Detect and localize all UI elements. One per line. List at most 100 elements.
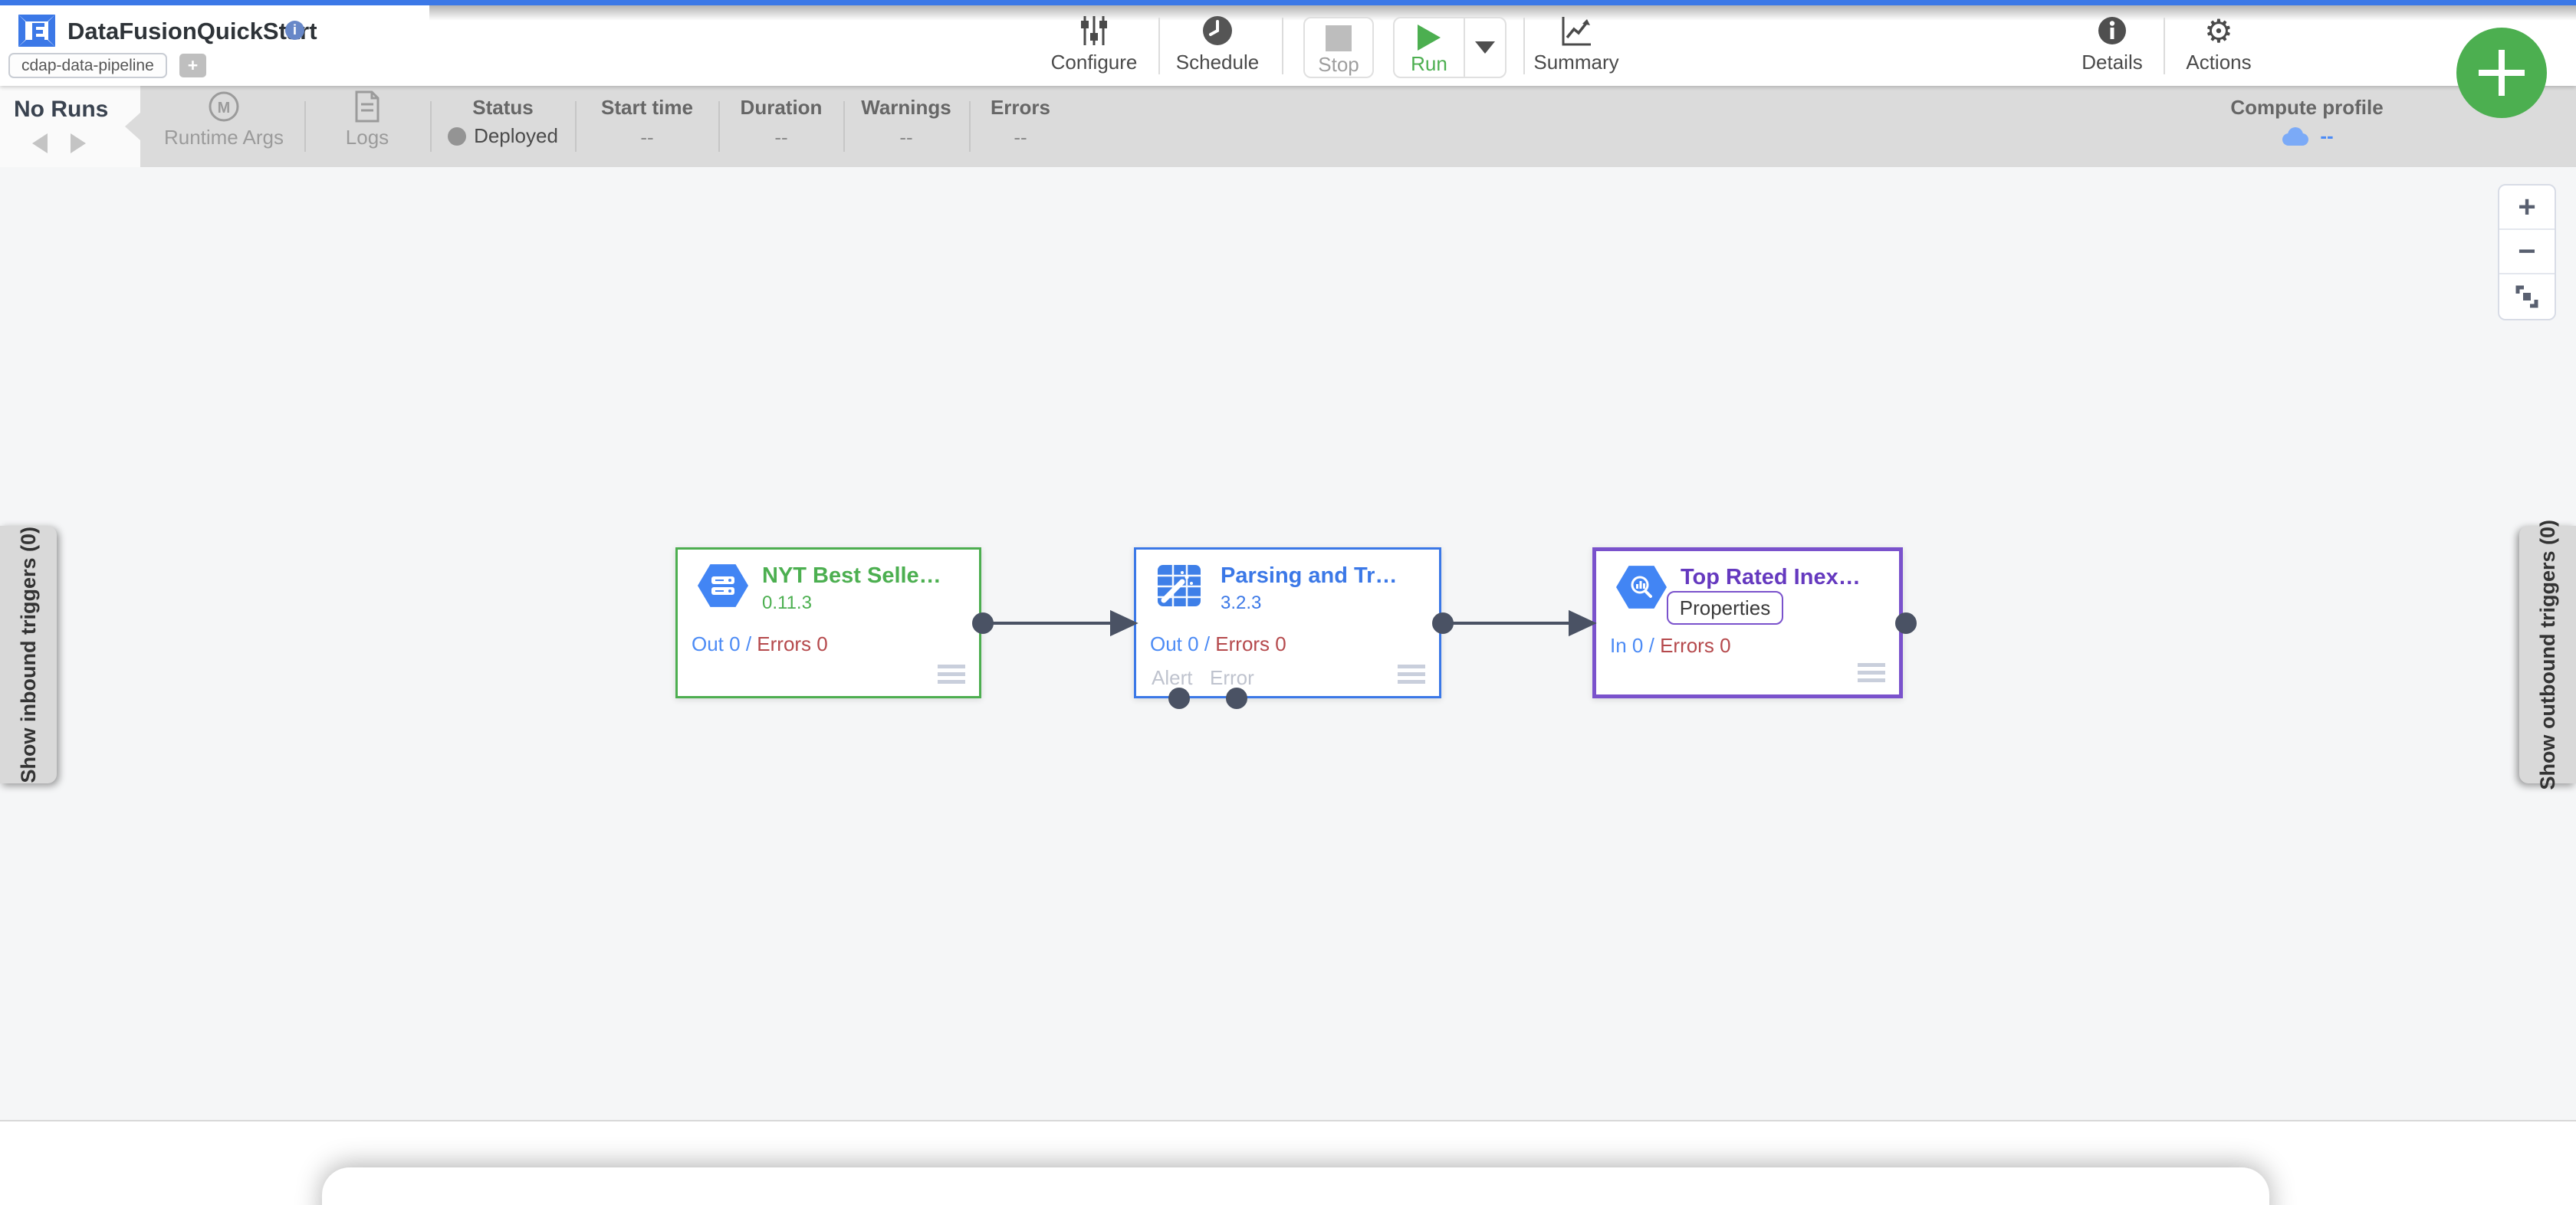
zoom-controls: + − xyxy=(2498,184,2556,320)
errors-metric: Errors 0 xyxy=(1215,632,1286,655)
divider xyxy=(1282,18,1283,74)
duration-value: -- xyxy=(774,126,788,149)
logs-button[interactable]: Logs xyxy=(307,86,428,167)
gear-icon: ⚙ xyxy=(2204,12,2233,49)
divider xyxy=(1523,18,1525,74)
zoom-in-button[interactable]: + xyxy=(2499,186,2555,230)
divider xyxy=(969,101,971,152)
outbound-triggers-label: Show outbound triggers (0) xyxy=(2535,519,2559,790)
actions-label: Actions xyxy=(2186,51,2252,74)
node-menu-button[interactable] xyxy=(938,661,965,684)
details-button[interactable]: Details xyxy=(2062,13,2162,84)
pipeline-type-tag: cdap-data-pipeline xyxy=(8,53,167,78)
zoom-out-button[interactable]: − xyxy=(2499,230,2555,274)
info-icon[interactable]: i xyxy=(285,21,304,40)
logs-label: Logs xyxy=(345,126,389,149)
node-metrics: Out 0 / Errors 0 xyxy=(1150,632,1286,656)
warnings-column: Warnings -- xyxy=(845,86,968,167)
datastore-plugin-icon xyxy=(698,564,748,607)
info-circle-icon xyxy=(2098,17,2126,44)
fit-to-screen-button[interactable] xyxy=(2499,274,2555,319)
cloud-icon xyxy=(2282,126,2309,146)
top-accent-bar xyxy=(0,0,2576,5)
previous-run-arrow[interactable] xyxy=(32,133,48,153)
divider xyxy=(843,101,845,152)
stop-icon xyxy=(1326,25,1352,51)
schedule-button[interactable]: Schedule xyxy=(1164,13,1271,84)
divider xyxy=(575,101,577,152)
cdap-logo[interactable] xyxy=(17,13,57,48)
run-selector-tab: No Runs xyxy=(0,86,140,167)
stop-button[interactable]: Stop xyxy=(1303,17,1374,78)
divider xyxy=(2164,18,2165,74)
in-metric: In 0 / xyxy=(1610,634,1654,657)
start-time-column: Start time -- xyxy=(577,86,718,167)
node-menu-button[interactable] xyxy=(1858,659,1885,682)
no-runs-label: No Runs xyxy=(14,97,109,122)
warnings-value: -- xyxy=(899,126,913,149)
stop-label: Stop xyxy=(1318,53,1359,76)
next-run-arrow[interactable] xyxy=(71,133,86,153)
arrowhead-icon xyxy=(1110,609,1138,637)
warnings-label: Warnings xyxy=(861,96,951,119)
clock-icon xyxy=(1203,16,1232,45)
divider xyxy=(1158,18,1160,74)
properties-button[interactable]: Properties xyxy=(1667,591,1783,625)
status-label: Status xyxy=(472,96,534,119)
inbound-triggers-tab[interactable]: Show inbound triggers (0) xyxy=(0,526,57,783)
node-title: Top Rated Inex… xyxy=(1681,565,1861,589)
runtime-args-button[interactable]: M Runtime Args xyxy=(149,86,299,167)
caret-down-icon xyxy=(1475,41,1495,54)
run-options-button[interactable] xyxy=(1465,18,1505,77)
divider xyxy=(1464,18,1465,77)
status-column: Status Deployed xyxy=(432,86,574,167)
run-button-group: Run xyxy=(1393,17,1506,78)
wrangler-plugin-icon xyxy=(1156,563,1202,612)
out-metric: Out 0 / xyxy=(1150,632,1211,655)
errors-metric: Errors 0 xyxy=(757,632,828,655)
divider xyxy=(430,101,432,152)
node-top-rated-sink[interactable]: Top Rated Inex… Properties In 0 / Errors… xyxy=(1592,547,1903,698)
errors-metric: Errors 0 xyxy=(1660,634,1731,657)
run-tab-notch xyxy=(125,113,140,140)
node-menu-button[interactable] xyxy=(1398,661,1425,684)
error-port-label: Error xyxy=(1210,666,1254,689)
status-value: Deployed xyxy=(474,124,558,147)
add-plugin-fab[interactable] xyxy=(2456,28,2547,118)
pipeline-canvas[interactable]: + − Show inbound triggers (0) Show outbo… xyxy=(0,167,2576,1121)
run-status-bar: No Runs M Runtime Args Logs Status Deplo… xyxy=(0,86,2576,167)
start-time-label: Start time xyxy=(601,96,693,119)
divider xyxy=(304,101,306,152)
outbound-triggers-tab[interactable]: Show outbound triggers (0) xyxy=(2519,520,2576,790)
node-title: NYT Best Selle… xyxy=(762,563,941,588)
alert-port-label: Alert xyxy=(1152,666,1193,689)
summary-button[interactable]: Summary xyxy=(1526,13,1626,84)
sliders-icon xyxy=(1081,16,1107,45)
actions-button[interactable]: ⚙ Actions xyxy=(2169,13,2269,84)
errors-column: Errors -- xyxy=(971,86,1070,167)
add-tag-button[interactable]: + xyxy=(179,54,206,77)
bottom-panel-shadow xyxy=(322,1167,2269,1205)
node-version: 0.11.3 xyxy=(762,593,812,613)
app-header: DataFusionQuickStart i cdap-data-pipelin… xyxy=(0,5,2576,86)
arrowhead-icon xyxy=(1569,609,1597,637)
node-metrics: Out 0 / Errors 0 xyxy=(692,632,828,656)
fit-to-screen-icon xyxy=(2515,285,2538,308)
duration-label: Duration xyxy=(740,96,823,119)
page-title: DataFusionQuickStart xyxy=(67,18,317,44)
macro-icon: M xyxy=(209,91,239,122)
inbound-triggers-label: Show inbound triggers (0) xyxy=(16,526,40,783)
divider xyxy=(718,101,720,152)
svg-text:M: M xyxy=(218,100,231,117)
compute-profile-label: Compute profile xyxy=(2230,96,2384,119)
runtime-args-label: Runtime Args xyxy=(163,126,284,149)
bigquery-plugin-icon xyxy=(1616,566,1667,609)
duration-column: Duration -- xyxy=(720,86,843,167)
configure-button[interactable]: Configure xyxy=(1040,13,1148,84)
node-parsing-transform[interactable]: Parsing and Tr… 3.2.3 Out 0 / Errors 0 A… xyxy=(1134,547,1441,698)
node-nyt-best-sellers[interactable]: NYT Best Selle… 0.11.3 Out 0 / Errors 0 xyxy=(675,547,981,698)
errors-label: Errors xyxy=(990,96,1051,119)
start-time-value: -- xyxy=(640,126,654,149)
run-button[interactable]: Run xyxy=(1395,18,1464,77)
document-icon xyxy=(355,90,380,123)
